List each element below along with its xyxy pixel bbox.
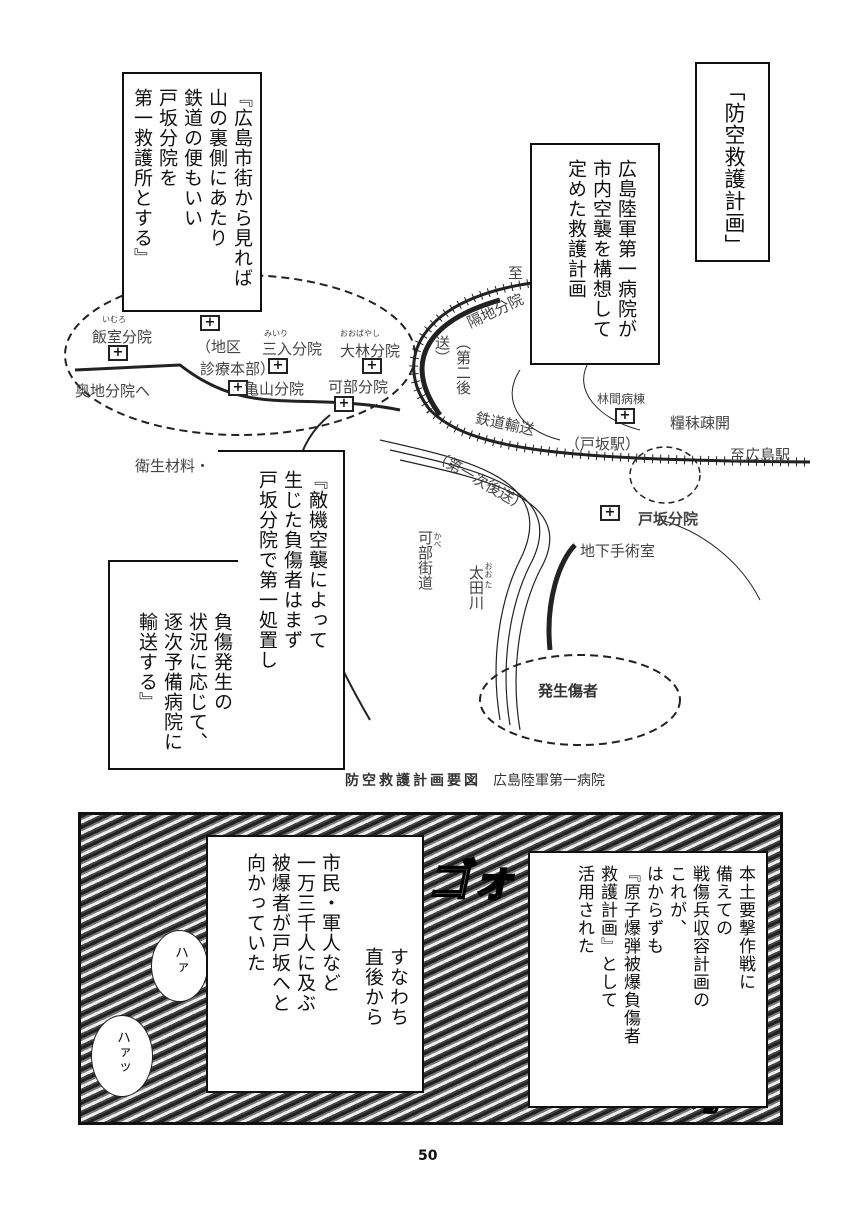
hassei-label: 発生傷者 bbox=[538, 682, 599, 700]
imuro-hospital-icon: + bbox=[108, 345, 128, 361]
panel-2: ゴォ オ ハァ ハァッ 市民・軍人など一万三千人に及ぶ被爆者が戸坂へと向かってい… bbox=[78, 812, 783, 1125]
to-hiroshima-label: 至広島駅 bbox=[730, 446, 791, 464]
obayashi-hospital-icon: + bbox=[362, 358, 382, 374]
page-number: 50 bbox=[418, 1148, 438, 1164]
supply-dispersal bbox=[629, 446, 701, 504]
casualty-area bbox=[479, 654, 681, 746]
title-box: 「防空救護計画」 bbox=[695, 62, 770, 262]
hesaka-station-label: （戸坂駅） bbox=[565, 435, 641, 453]
sfx-go: ゴォ bbox=[424, 855, 525, 908]
quote-box-2-lower: 負傷発生の状況に応じて、逐次予備病院に輸送する』 bbox=[108, 560, 238, 770]
eisei-label: 衛生材料・ bbox=[135, 457, 211, 475]
obayashi-label: 大林分院 bbox=[340, 342, 401, 360]
kabe-kaido-label: 可部街道 bbox=[416, 530, 434, 590]
ota-ruby: おお た bbox=[484, 562, 493, 589]
quote-box-1: 『広島市街から見れば山の裏側にあたり鉄道の便もいい戸坂分院を第一救護所とする』 bbox=[122, 72, 262, 312]
miiri-label: 三入分院 bbox=[262, 340, 323, 358]
rinkan-label: 林間病棟 bbox=[597, 392, 646, 406]
miiri-ruby: みいり bbox=[264, 329, 288, 338]
quote-text-2a: 『敵機空襲によって生じた負傷者はまず戸坂分院で第一処置し bbox=[256, 470, 328, 670]
map-caption: 防空救護計画要図広島陸軍第一病院 bbox=[345, 770, 605, 790]
railway bbox=[412, 278, 811, 464]
middle-text-a: 市民・軍人など一万三千人に及ぶ被爆者が戸坂へと向かっていた bbox=[244, 853, 341, 1013]
kabe-label: 可部分院 bbox=[328, 378, 389, 396]
ota-label: 太田川 bbox=[467, 565, 485, 610]
caption-title: 防空救護計画要図 bbox=[345, 773, 481, 789]
quote-box-2-upper: 『敵機空襲によって生じた負傷者はまず戸坂分院で第一処置し bbox=[218, 450, 345, 770]
middle-text-b: すなわち直後から bbox=[362, 947, 409, 1027]
rinkan-hospital-icon: + bbox=[615, 408, 635, 424]
breath-text-2: ハァッ bbox=[115, 1030, 131, 1075]
breath-bubble-2: ハァッ bbox=[91, 1015, 153, 1097]
imuro-label: 飯室分院 bbox=[92, 328, 153, 346]
plan-title: 「防空救護計画」 bbox=[722, 80, 746, 256]
quote-text-2b: 負傷発生の状況に応じて、逐次予備病院に輸送する』 bbox=[136, 612, 233, 752]
kameyama-label: 亀山分院 bbox=[244, 380, 305, 398]
imuro-ruby: いむろ bbox=[102, 315, 126, 324]
right-text: 本土要撃作戦に備えての戦傷兵収容計画のこれが、はからずも『原子爆弾被爆負傷者救護… bbox=[574, 865, 755, 1045]
kameyama-hospital-icon: + bbox=[228, 380, 248, 396]
dai2-label: （第二後送） bbox=[433, 335, 472, 395]
chika-label: 地下手術室 bbox=[580, 542, 656, 560]
middle-box: 市民・軍人など一万三千人に及ぶ被爆者が戸坂へと向かっていた bbox=[206, 835, 346, 1093]
chiku-label: （地区 bbox=[196, 338, 242, 356]
breath-text-1: ハァ bbox=[173, 945, 189, 975]
right-box: 本土要撃作戦に備えての戦傷兵収容計画のこれが、はからずも『原子爆弾被爆負傷者救護… bbox=[528, 851, 768, 1108]
okuchi-label: 奥地分院へ bbox=[75, 382, 151, 400]
caption-source: 広島陸軍第一病院 bbox=[493, 773, 605, 789]
river bbox=[379, 439, 531, 721]
kabe-ruby: かべ bbox=[433, 532, 442, 548]
intro-box: 広島陸軍第一病院が市内空襲を構想して定めた救護計画 bbox=[530, 143, 660, 365]
intro-text: 広島陸軍第一病院が市内空襲を構想して定めた救護計画 bbox=[565, 159, 637, 339]
itaru-label: 至 bbox=[508, 264, 524, 282]
quote-text-1: 『広島市街から見れば山の裏側にあたり鉄道の便もいい戸坂分院を第一救護所とする』 bbox=[131, 88, 253, 288]
obayashi-ruby: おおばやし bbox=[340, 329, 380, 338]
shinryo-label: 診療本部） bbox=[200, 360, 276, 378]
breath-bubble-1: ハァ bbox=[151, 930, 208, 1002]
main-route bbox=[74, 363, 401, 412]
kabe-hospital-icon: + bbox=[334, 396, 354, 412]
hesaka-hospital-icon: + bbox=[600, 505, 620, 521]
ryomatsu-label: 糧秣疎開 bbox=[670, 414, 731, 432]
hesaka-bunin-label: 戸坂分院 bbox=[638, 510, 699, 528]
miiri-hospital-icon: + bbox=[268, 358, 288, 374]
hospital-icon: + bbox=[200, 315, 220, 331]
middle-box-right: すなわち直後から bbox=[344, 835, 424, 1093]
